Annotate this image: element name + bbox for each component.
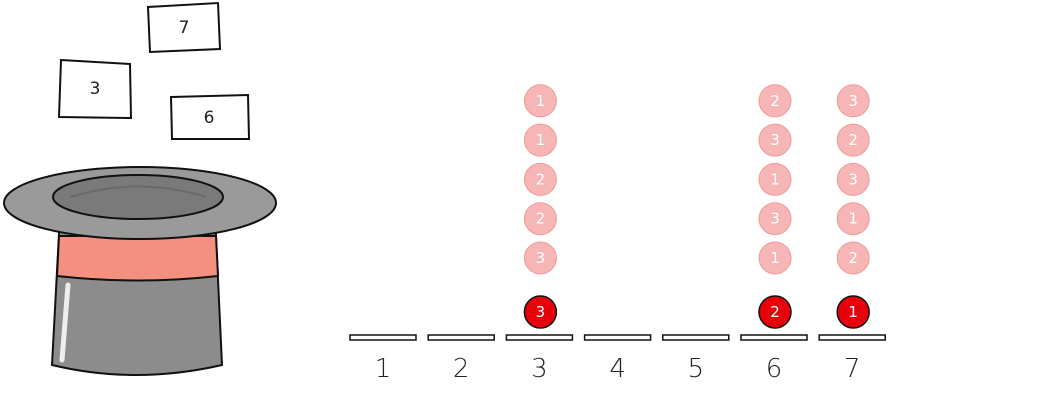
- slot-label: 1: [375, 354, 392, 384]
- slot-line: [583, 334, 652, 341]
- card: 3: [57, 58, 133, 120]
- slot-row: 1 2 3 1 1 2 2 3 3 4 5 6 2 3 1 3 1 2 7 3 2 3 1 2 1: [349, 84, 886, 384]
- faded-ball: 3: [523, 241, 557, 275]
- faded-ball-label: 1: [536, 131, 546, 149]
- slot-line: [349, 334, 417, 341]
- faded-ball-label: 2: [848, 249, 858, 267]
- faded-ball: 2: [758, 84, 792, 118]
- faded-ball-label: 2: [536, 170, 546, 188]
- faded-ball-label: 1: [770, 170, 780, 188]
- active-ball-label: 2: [770, 303, 780, 321]
- slot-label: 6: [766, 354, 783, 384]
- faded-ball: 3: [758, 123, 792, 157]
- faded-ball: 3: [836, 162, 870, 196]
- faded-ball-label: 2: [536, 210, 546, 228]
- faded-ball: 1: [523, 123, 557, 157]
- faded-ball-label: 1: [536, 92, 546, 110]
- slot-line: [662, 334, 730, 341]
- faded-ball: 3: [758, 202, 792, 236]
- faded-ball: 1: [758, 241, 792, 275]
- slot-label: 2: [453, 354, 470, 384]
- slot-line: [427, 334, 495, 341]
- faded-ball-label: 1: [848, 210, 858, 228]
- faded-ball-label: 1: [770, 249, 780, 267]
- faded-ball: 2: [836, 123, 870, 157]
- card-label: 7: [179, 18, 190, 38]
- slot-3: 3 1 1 2 2 3 3: [505, 84, 574, 384]
- faded-ball: 2: [523, 202, 557, 236]
- slot-label: 7: [844, 354, 861, 384]
- slot-1: 1: [349, 334, 417, 384]
- faded-ball-label: 2: [848, 131, 858, 149]
- slot-line: [740, 334, 808, 341]
- faded-ball-label: 3: [848, 92, 858, 110]
- faded-ball-label: 3: [770, 131, 780, 149]
- faded-ball-label: 3: [536, 249, 546, 267]
- card: 7: [146, 1, 222, 54]
- card-label: 6: [204, 108, 215, 128]
- faded-ball: 2: [523, 162, 557, 196]
- card-label: 3: [90, 79, 101, 99]
- active-ball: 2: [758, 295, 792, 329]
- faded-ball-label: 3: [770, 210, 780, 228]
- slot-label: 5: [688, 354, 705, 384]
- active-ball: 3: [523, 295, 558, 329]
- faded-ball: 2: [836, 241, 870, 275]
- faded-ball: 3: [836, 84, 870, 118]
- slot-4: 4: [583, 334, 652, 384]
- slot-line: [505, 334, 574, 341]
- slot-line: [818, 334, 886, 341]
- slot-6: 6 2 3 1 3 1 2: [740, 84, 808, 384]
- top-hat-icon: [3, 166, 277, 376]
- faded-ball: 1: [836, 202, 870, 236]
- active-ball-label: 3: [536, 303, 546, 321]
- faded-ball-label: 2: [770, 92, 780, 110]
- faded-ball: 1: [523, 84, 557, 118]
- card: 6: [169, 93, 251, 140]
- active-ball-label: 1: [848, 303, 858, 321]
- slot-7: 7 3 2 3 1 2 1: [818, 84, 886, 384]
- active-ball: 1: [836, 295, 870, 329]
- slot-label: 4: [609, 354, 626, 384]
- slot-label: 3: [531, 354, 548, 384]
- slot-2: 2: [427, 334, 495, 384]
- faded-ball: 1: [758, 162, 792, 196]
- faded-ball-label: 3: [848, 170, 858, 188]
- slot-5: 5: [662, 334, 730, 384]
